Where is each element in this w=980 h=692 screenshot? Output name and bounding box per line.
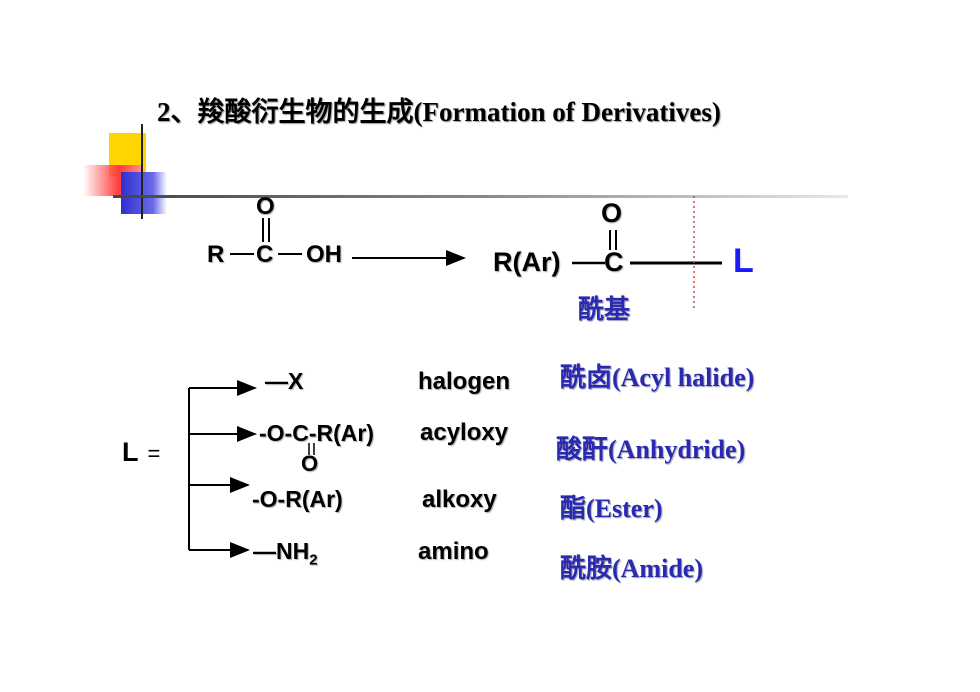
deco-horizontal-line [113,195,848,198]
group-amino-subscript: 2 [309,551,318,569]
name-acyloxy: acyloxy [420,419,509,446]
formula1-r: R [207,241,225,268]
formula1-c: C [256,241,274,268]
group-amino: —NH2 [253,538,318,569]
deco-blue-block [121,172,167,214]
name-amino: amino [418,538,489,565]
group-amino-main: —NH [253,538,310,564]
formula2-o: O [601,198,623,228]
equals-sign: = [147,441,161,466]
formula2-l: L [733,242,754,280]
derivative-anhydride: 酸酐(Anhydride) [556,435,746,464]
deco-vertical-line [141,124,143,219]
page-title: 2、羧酸衍生物的生成(Formation of Derivatives) [157,90,721,129]
name-halogen: halogen [418,368,511,395]
l-equals-label: L = [122,437,160,468]
formula2-rar: R(Ar) [493,247,561,277]
group-acyloxy-o: O [301,451,319,476]
formula2-c: C [604,247,624,277]
title-chinese: 羧酸衍生物的生成 [197,97,414,127]
formula1-o: O [256,193,275,220]
acyl-group-label: 酰基 [578,295,631,324]
title-number: 2、 [157,97,198,127]
name-alkoxy: alkoxy [422,486,497,513]
group-halogen: —X [265,368,304,394]
group-acyloxy: -O-C-R(Ar) [259,420,374,446]
group-alkoxy: -O-R(Ar) [252,486,343,512]
title-english: (Formation of Derivatives) [413,97,721,127]
l-symbol: L [122,437,139,467]
derivative-amide: 酰胺(Amide) [560,554,703,583]
derivative-ester: 酯(Ester) [560,494,663,523]
derivative-acyl-halide: 酰卤(Acyl halide) [560,363,755,392]
formula1-oh: OH [306,241,342,268]
